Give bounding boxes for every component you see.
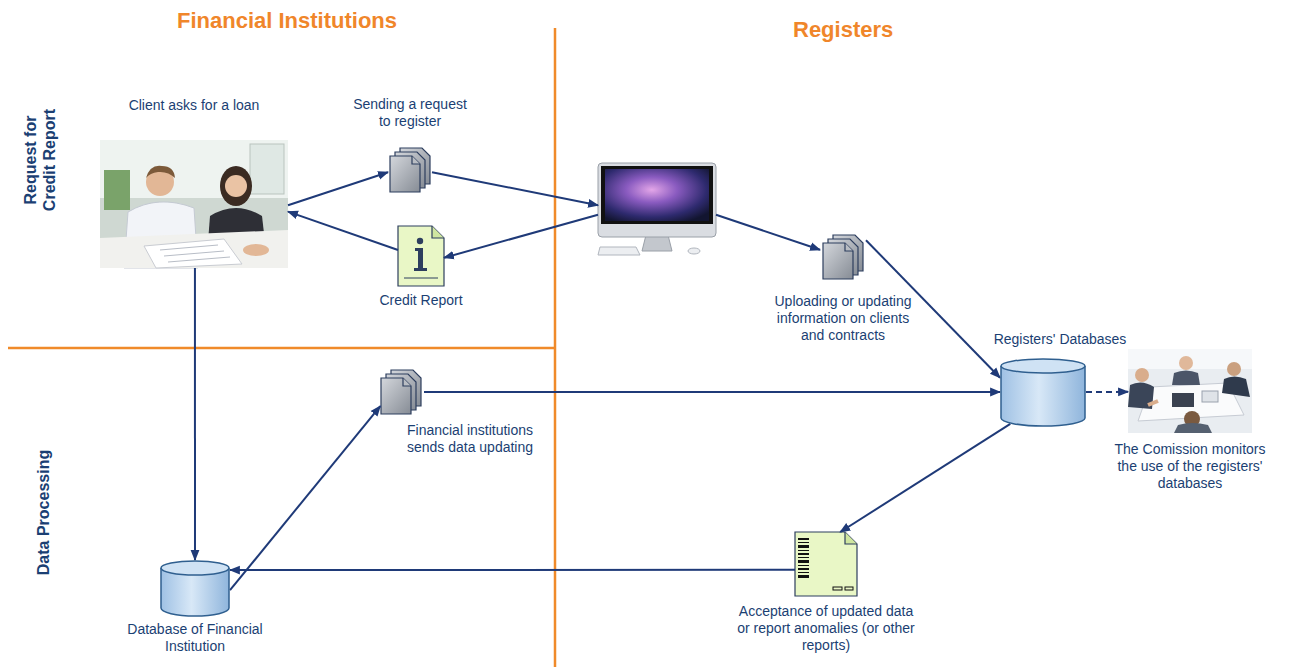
computer-bezel	[601, 166, 713, 224]
report-node: Acceptance of updated data or report ano…	[795, 532, 857, 596]
photo-paper	[1202, 391, 1218, 402]
report-page	[795, 532, 857, 596]
computer-mouse	[688, 248, 700, 254]
document-node: Financial institutions sends data updati…	[378, 370, 424, 414]
node-label: Database of Financial Institution	[125, 621, 265, 655]
upload-document-icon	[823, 235, 863, 279]
photo-window	[250, 144, 284, 194]
computer-icon	[598, 163, 716, 255]
person-head	[1227, 362, 1241, 376]
flow-arrow	[444, 215, 598, 258]
info-dot	[417, 238, 423, 244]
info-rule	[404, 278, 438, 279]
barcode-bar	[798, 575, 809, 578]
computer-screen	[605, 169, 709, 221]
page-fold	[432, 226, 444, 238]
acceptance-report-icon	[795, 532, 857, 596]
node-label: Sending a request to register	[349, 96, 471, 130]
barcode-bar	[798, 550, 809, 551]
flow-arrow	[230, 406, 380, 590]
document-node: Uploading or updating information on cli…	[820, 233, 866, 281]
flow-arrow	[194, 268, 196, 560]
barcode-bar	[798, 557, 809, 558]
database-cylinder	[1000, 358, 1086, 426]
computer-body	[598, 163, 716, 237]
person-hand	[1148, 401, 1158, 405]
node-label: Acceptance of updated data or report ano…	[736, 603, 916, 654]
update-document-icon	[381, 370, 421, 414]
node-label: Uploading or updating information on cli…	[766, 293, 921, 344]
computer-keyboard	[598, 247, 640, 255]
woman-face	[225, 175, 247, 197]
photo-papers	[144, 239, 242, 268]
photo-background	[1128, 349, 1252, 433]
barcode-bar	[798, 538, 809, 540]
dashed-arrow	[1086, 391, 1128, 393]
flow-arrow	[840, 424, 1010, 532]
barcode-bar	[798, 545, 809, 548]
photo-node: The Comission monitors the use of the re…	[1128, 349, 1252, 433]
photo-hand	[243, 244, 269, 256]
flow-arrow	[288, 212, 398, 250]
report-page	[398, 226, 444, 286]
cylinder-body	[1001, 366, 1085, 426]
section-heading: Registers	[793, 17, 893, 43]
row-heading: Request for Credit Report	[21, 95, 59, 225]
flow-arrow	[230, 569, 795, 571]
flow-arrow	[288, 172, 388, 205]
photo-laptop	[1172, 393, 1194, 407]
person-head	[1179, 356, 1193, 370]
page-fold	[845, 532, 857, 544]
barcode	[798, 538, 809, 578]
database-cylinder	[160, 560, 230, 616]
node-label: Registers' Databases	[994, 331, 1127, 348]
database-node: Registers' Databases	[1000, 358, 1086, 426]
cylinder-top	[161, 561, 229, 575]
commission-photo	[1128, 349, 1252, 433]
barcode-bar	[798, 568, 809, 570]
node-label: The Comission monitors the use of the re…	[1106, 441, 1274, 492]
flow-arrow	[424, 391, 1000, 393]
barcode-bar	[798, 542, 809, 543]
person-body	[1174, 423, 1212, 433]
barcode-bar	[798, 560, 809, 563]
person-body	[1172, 371, 1200, 386]
barcode-bar	[798, 565, 809, 566]
photo-plant	[104, 170, 130, 210]
cylinder-top	[1001, 359, 1085, 373]
man-hair	[146, 166, 175, 178]
request-document-icon	[390, 148, 430, 192]
person-body	[1222, 377, 1250, 398]
computer-node	[598, 163, 716, 257]
report-mark	[833, 587, 842, 590]
report-mark	[845, 587, 853, 590]
woman-hair	[220, 166, 252, 206]
node-label: Credit Report	[379, 292, 462, 309]
person-head	[1135, 368, 1149, 382]
barcode-bar	[798, 572, 809, 573]
row-heading: Data Processing	[34, 449, 53, 574]
barcode-bar	[798, 553, 809, 555]
paper-lines	[160, 245, 230, 262]
database-node: Database of Financial Institution	[160, 560, 230, 616]
client-photo	[100, 140, 288, 268]
credit-report-icon	[398, 226, 444, 286]
flow-arrow	[716, 215, 820, 250]
node-label: Financial institutions sends data updati…	[395, 422, 545, 456]
photo-table	[100, 230, 288, 268]
document-node: Sending a request to register	[388, 148, 432, 192]
report-node: Credit Report	[398, 226, 444, 286]
client-photo-node: Client asks for a loan	[100, 140, 288, 268]
node-label: Client asks for a loan	[129, 97, 260, 114]
flow-arrow	[432, 172, 598, 205]
info-stem	[414, 248, 427, 271]
section-divider	[8, 347, 555, 350]
photo-background	[100, 140, 288, 268]
section-heading: Financial Institutions	[177, 8, 397, 34]
